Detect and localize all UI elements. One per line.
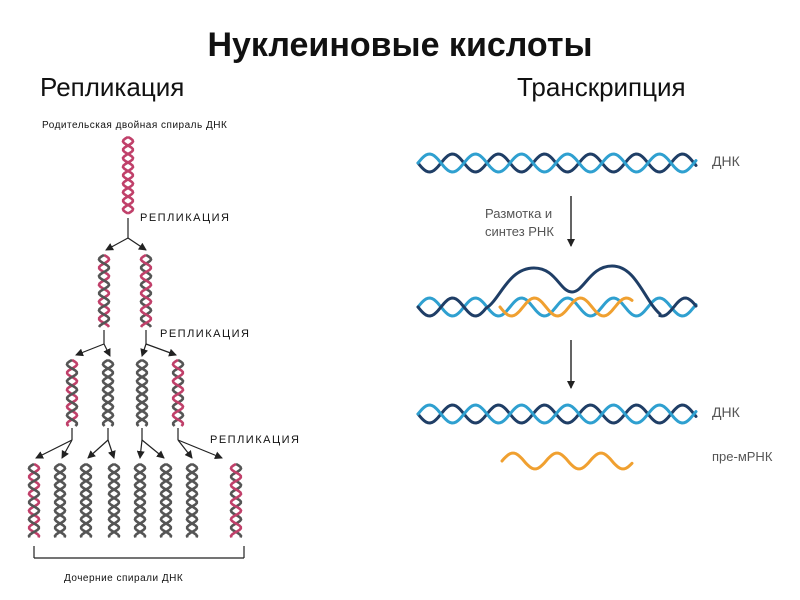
helix-strand	[139, 253, 153, 328]
helix-strand	[121, 135, 135, 215]
helix-strand	[53, 462, 67, 538]
helix-strand	[135, 358, 149, 427]
generation-2-helix	[135, 358, 149, 427]
helix-strand	[159, 462, 173, 538]
helix-strand	[159, 462, 173, 538]
helix-strand	[133, 462, 147, 538]
daughter-helix	[185, 462, 199, 538]
unwinding-label-line1: Размотка и	[485, 206, 552, 221]
replication-heading: Репликация	[40, 72, 185, 102]
replication-arrows-level-1	[105, 218, 147, 251]
daughter-helices-label: Дочерние спирали ДНК	[64, 573, 183, 584]
helix-strand	[121, 135, 135, 215]
replication-step-label-2: РЕПЛИКАЦИЯ	[160, 328, 250, 340]
generation-1-helix	[97, 253, 111, 328]
helix-strand	[101, 358, 115, 427]
parent-helix	[121, 135, 135, 215]
daughter-helix	[133, 462, 147, 538]
helix-strand	[229, 462, 243, 538]
slide-title: Нуклеиновые кислоты	[207, 26, 593, 64]
helix-strand	[79, 462, 93, 538]
transcription-heading: Транскрипция	[517, 72, 686, 102]
helix-strand	[229, 462, 243, 538]
helix-strand	[133, 462, 147, 538]
helix-strand	[171, 358, 185, 427]
dna-strand-dark-middle	[416, 264, 698, 318]
daughter-helix	[107, 462, 121, 538]
pre-mrna-label: пре-мРНК	[712, 449, 773, 464]
pre-mrna-strand	[500, 451, 634, 471]
generation-2-helix	[65, 358, 79, 427]
generation-1-helix	[139, 253, 153, 328]
helix-strand	[171, 358, 185, 427]
helix-strand	[185, 462, 199, 538]
replication-diagram: Родительская двойная спираль ДНК РЕПЛИКА…	[27, 120, 300, 584]
daughter-helix	[53, 462, 67, 538]
replication-arrows-level-3	[35, 428, 223, 460]
helix-strand	[101, 358, 115, 427]
parent-helix-label: Родительская двойная спираль ДНК	[42, 120, 227, 131]
helix-strand	[107, 462, 121, 538]
helix-strand	[65, 358, 79, 427]
dna-strand-light-top	[416, 152, 698, 174]
helix-strand	[53, 462, 67, 538]
daughter-helix	[27, 462, 41, 538]
dna-strand-light-bottom	[416, 403, 698, 425]
dna-label-bottom: ДНК	[712, 404, 741, 420]
daughter-bracket	[33, 546, 245, 559]
helix-strand	[27, 462, 41, 538]
dna-label-top: ДНК	[712, 153, 741, 169]
helix-group	[27, 135, 243, 538]
helix-strand	[65, 358, 79, 427]
unwinding-label-line2: синтез РНК	[485, 224, 554, 239]
helix-strand	[135, 358, 149, 427]
helix-strand	[185, 462, 199, 538]
helix-strand	[107, 462, 121, 538]
replication-step-label-3: РЕПЛИКАЦИЯ	[210, 434, 300, 446]
daughter-helix	[229, 462, 243, 538]
generation-2-helix	[101, 358, 115, 427]
transcription-diagram: ДНК Размотка и синтез РНК ДНК пре-мРНК	[416, 152, 773, 471]
helix-strand	[79, 462, 93, 538]
daughter-helix	[159, 462, 173, 538]
replication-arrows-level-2	[75, 330, 177, 357]
helix-strand	[27, 462, 41, 538]
replication-step-label-1: РЕПЛИКАЦИЯ	[140, 212, 230, 224]
rna-strand-synthesizing	[498, 296, 634, 318]
helix-strand	[97, 253, 111, 328]
generation-2-helix	[171, 358, 185, 427]
daughter-helix	[79, 462, 93, 538]
